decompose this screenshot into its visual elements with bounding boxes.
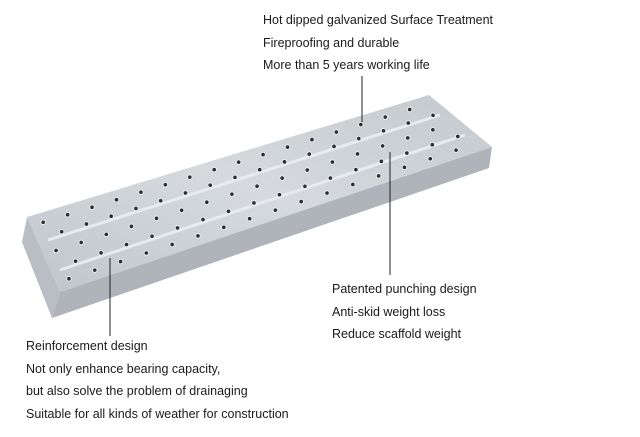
hole bbox=[284, 144, 291, 150]
hole bbox=[53, 247, 59, 254]
hole bbox=[113, 196, 120, 203]
hole bbox=[254, 183, 260, 189]
hole bbox=[430, 112, 436, 119]
hole bbox=[401, 164, 408, 171]
hole bbox=[225, 208, 232, 215]
hole bbox=[331, 143, 337, 150]
hole bbox=[207, 182, 214, 188]
hole bbox=[406, 106, 413, 113]
hole bbox=[453, 147, 459, 153]
hole bbox=[149, 233, 155, 240]
hole bbox=[378, 158, 385, 165]
hole bbox=[200, 216, 206, 223]
hole bbox=[375, 173, 382, 179]
punched-holes bbox=[40, 106, 461, 282]
hole bbox=[281, 159, 288, 165]
hole bbox=[229, 191, 235, 197]
hole bbox=[182, 190, 189, 196]
callout-line: More than 5 years working life bbox=[263, 58, 430, 72]
hole bbox=[169, 241, 175, 248]
hole bbox=[324, 190, 330, 196]
hole bbox=[405, 120, 412, 126]
hole bbox=[40, 219, 46, 226]
hole bbox=[306, 151, 313, 157]
hole bbox=[72, 258, 79, 264]
hole bbox=[128, 223, 135, 230]
hole bbox=[235, 159, 242, 165]
hole bbox=[91, 267, 98, 273]
hole bbox=[379, 143, 386, 149]
hole bbox=[103, 231, 110, 238]
hole bbox=[89, 204, 95, 211]
hole bbox=[186, 174, 193, 180]
hole bbox=[380, 127, 387, 134]
hole bbox=[327, 175, 334, 181]
hole bbox=[256, 166, 263, 173]
plank-front-face bbox=[52, 147, 492, 318]
hole bbox=[276, 191, 283, 198]
hole bbox=[138, 189, 144, 195]
plank-end-face bbox=[22, 217, 60, 318]
hole bbox=[98, 250, 104, 256]
callout-line: Suitable for all kinds of weather for co… bbox=[26, 406, 289, 421]
hole bbox=[455, 133, 461, 140]
hole bbox=[355, 135, 362, 142]
callout-line: Patented punching design bbox=[332, 282, 477, 296]
callout-line: Reinforcement design bbox=[26, 339, 148, 353]
hole bbox=[178, 207, 185, 214]
hole bbox=[58, 228, 65, 235]
hole bbox=[333, 129, 340, 135]
hole bbox=[358, 121, 364, 128]
callout-line: Reduce scaffold weight bbox=[332, 327, 462, 341]
hole bbox=[108, 213, 114, 220]
hole bbox=[404, 150, 410, 156]
hole bbox=[298, 198, 305, 205]
callout-punching-design: Patented punching design Anti-skid weigh… bbox=[332, 278, 477, 346]
callout-line: Hot dipped galvanized Surface Treatment bbox=[263, 13, 493, 27]
callout-line: Anti-skid weight loss bbox=[332, 304, 446, 319]
hole bbox=[309, 136, 315, 143]
hole bbox=[162, 181, 169, 188]
hole bbox=[153, 215, 160, 222]
hole bbox=[427, 155, 434, 162]
callout-reinforcement-design: Reinforcement design Not only enhance be… bbox=[26, 335, 289, 425]
hole bbox=[117, 258, 124, 265]
hole bbox=[429, 141, 436, 148]
hole bbox=[251, 200, 257, 206]
plank-rib-2 bbox=[59, 133, 466, 272]
plank-rib-1 bbox=[47, 113, 441, 242]
callout-line: Not only enhance bearing capacity, bbox=[26, 361, 221, 376]
hole bbox=[174, 225, 181, 231]
hole bbox=[211, 166, 218, 173]
callout-surface-treatment: Hot dipped galvanized Surface Treatment … bbox=[263, 9, 493, 77]
hole bbox=[302, 183, 308, 190]
hole bbox=[246, 215, 253, 222]
hole bbox=[304, 167, 311, 173]
plank-top-surface bbox=[27, 95, 492, 292]
hole bbox=[279, 175, 285, 181]
hole bbox=[272, 207, 279, 213]
hole bbox=[260, 151, 266, 158]
hole bbox=[329, 159, 336, 165]
hole bbox=[143, 250, 150, 256]
hole bbox=[123, 241, 130, 248]
hole bbox=[83, 221, 90, 227]
hole bbox=[382, 114, 389, 120]
hole bbox=[157, 197, 164, 204]
callout-line: but also solve the problem of drainaging bbox=[26, 384, 248, 398]
hole bbox=[203, 199, 210, 206]
hole bbox=[64, 211, 71, 218]
hole bbox=[220, 224, 227, 231]
callout-line: Fireproofing and durable bbox=[263, 35, 400, 50]
hole bbox=[430, 127, 436, 133]
hole bbox=[66, 275, 72, 282]
hole bbox=[133, 205, 139, 212]
hole bbox=[232, 174, 238, 181]
hole bbox=[350, 181, 356, 188]
hole bbox=[404, 135, 411, 141]
hole bbox=[354, 151, 361, 157]
hole bbox=[353, 166, 359, 173]
hole bbox=[78, 239, 84, 246]
hole bbox=[195, 233, 201, 239]
